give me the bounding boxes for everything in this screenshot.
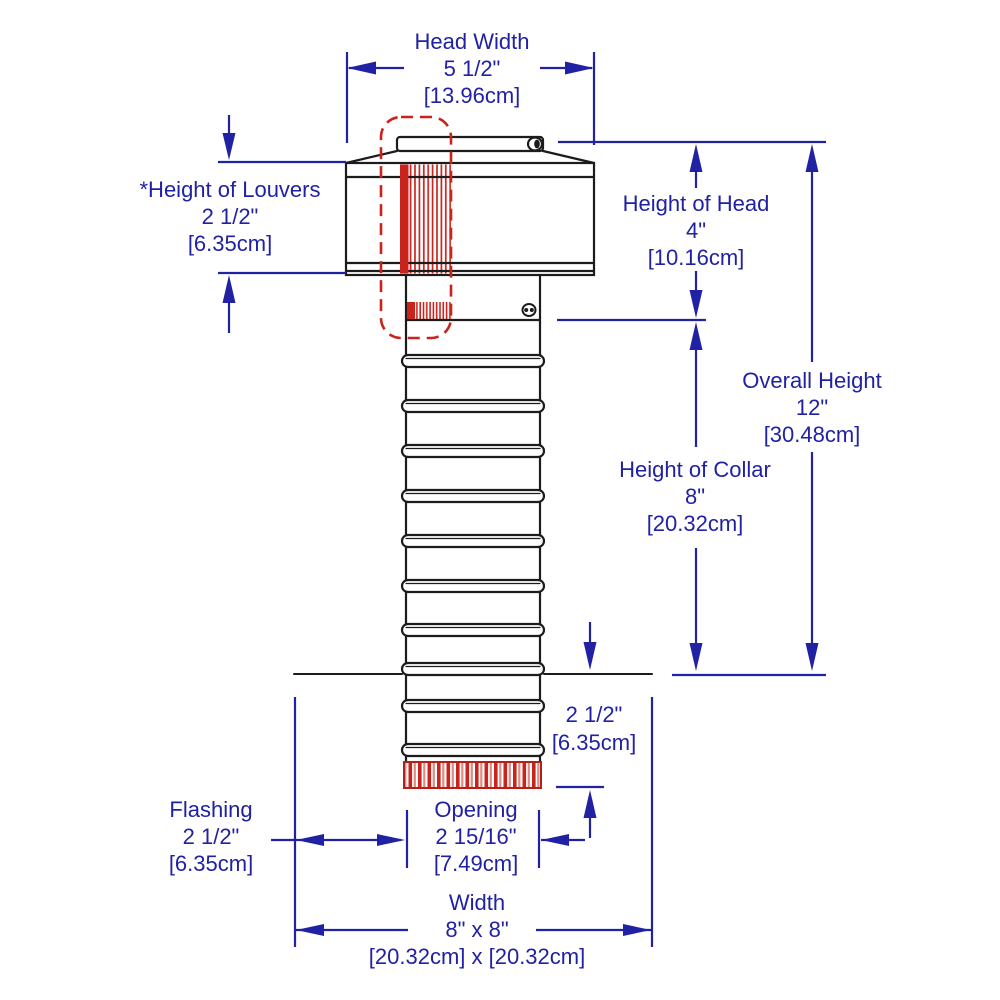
arrowhead-up [689, 322, 703, 350]
arrowhead-down [689, 290, 703, 318]
collar-corrugation-bar [407, 302, 415, 319]
collar-height-value-cm: [20.32cm] [647, 511, 744, 536]
arrowhead-down [805, 643, 819, 671]
collar-screw-dot-right [529, 308, 534, 312]
flashing-width-value-in: 2 1/2" [183, 824, 240, 849]
collar-corrugation-hatch [407, 302, 451, 319]
louvers-height-label: *Height of Louvers [140, 177, 321, 202]
collar-screw-dot-left [524, 308, 529, 312]
arrowhead-up [222, 275, 236, 303]
overall-height-value-in: 12" [796, 395, 828, 420]
arrowhead-right [565, 61, 594, 75]
louver-highlight [379, 115, 542, 789]
dimension-labels: Head Width 5 1/2" [13.96cm] *Height of L… [140, 29, 882, 969]
base-width-value-cm: [20.32cm] x [20.32cm] [369, 944, 585, 969]
head-shoulder-left [344, 149, 399, 165]
arrowhead-right [377, 834, 405, 846]
head-width-label: Head Width [415, 29, 530, 54]
louvers-height-value-in: 2 1/2" [202, 204, 259, 229]
pipe-crimp-bands [400, 353, 546, 758]
head-height-label: Height of Head [623, 191, 770, 216]
vent-outline [293, 135, 653, 764]
head-width-value-in: 5 1/2" [444, 56, 501, 81]
dim-head-height [557, 140, 826, 322]
arrowhead-left [296, 924, 324, 936]
collar-height-value-in: 8" [685, 484, 705, 509]
arrowhead-left [296, 834, 324, 846]
arrowhead-up [805, 144, 819, 172]
lid-end-cap-core [534, 139, 540, 149]
opening-value-in: 2 15/16" [435, 824, 516, 849]
base-width-label: Width [449, 890, 505, 915]
opening-label: Opening [434, 797, 517, 822]
louvers-height-value-cm: [6.35cm] [188, 231, 272, 256]
base-width-value-in: 8" x 8" [445, 917, 508, 942]
dim-head-width [345, 52, 596, 145]
head-lid [395, 135, 545, 153]
arrowhead-down [222, 133, 236, 160]
arrowhead-up [689, 144, 703, 172]
flashing-width-value-cm: [6.35cm] [169, 851, 253, 876]
flashing-width-label: Flashing [169, 797, 252, 822]
arrowhead-right [623, 924, 651, 936]
collar-screw-icon [521, 303, 537, 317]
arrowhead-left [541, 834, 569, 846]
dim-overall-height [805, 144, 819, 671]
dimension-lines [218, 52, 826, 947]
dim-flashing-height [556, 622, 604, 838]
flashing-height-value-cm: [6.35cm] [552, 730, 636, 755]
overall-height-label: Overall Height [742, 368, 881, 393]
collar-height-label: Height of Collar [619, 457, 771, 482]
louver-dashed-outline [379, 115, 453, 340]
arrowhead-up [583, 790, 597, 818]
head-height-value-in: 4" [686, 218, 706, 243]
opening-value-cm: [7.49cm] [434, 851, 518, 876]
arrowhead-down [689, 643, 703, 671]
head-height-value-cm: [10.16cm] [648, 245, 745, 270]
dim-louvers-height [218, 115, 346, 333]
head-shoulder-right [541, 149, 596, 165]
head-width-value-cm: [13.96cm] [424, 83, 521, 108]
arrowhead-down [583, 642, 597, 670]
head-body [344, 161, 596, 277]
base-opening-corrugation [403, 761, 542, 789]
dim-base [271, 697, 654, 947]
louver-thick-bar [400, 164, 409, 274]
overall-height-value-cm: [30.48cm] [764, 422, 861, 447]
flashing-height-value-in: 2 1/2" [566, 702, 623, 727]
arrowhead-left [347, 61, 376, 75]
dim-collar-height [672, 322, 826, 677]
